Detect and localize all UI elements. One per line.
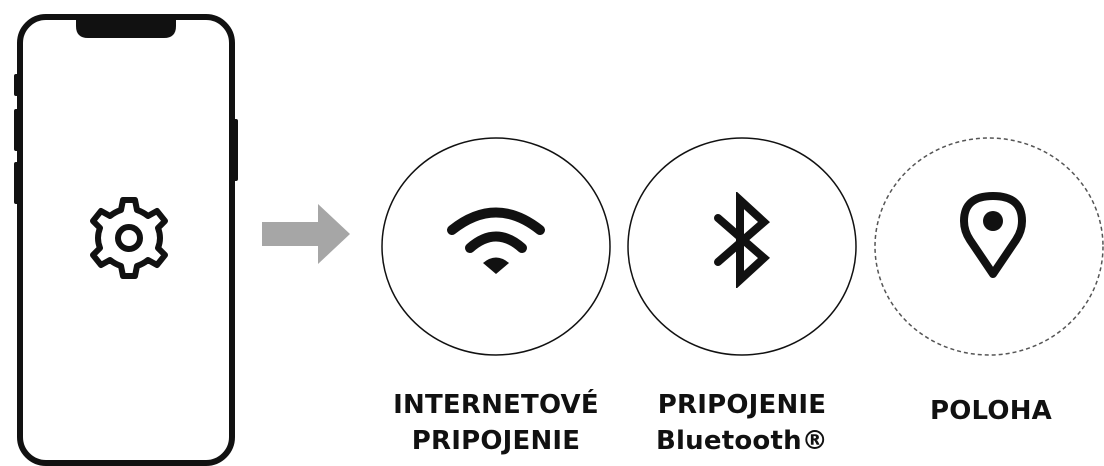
location-pin-icon	[960, 190, 1026, 280]
label-bluetooth-line2: Bluetooth®	[656, 426, 828, 456]
label-location-line1: POLOHA	[930, 396, 1052, 426]
label-location: POLOHA	[861, 393, 1104, 429]
label-bluetooth-line1: PRIPOJENIE	[657, 390, 827, 420]
bluetooth-circle	[626, 136, 858, 357]
phone-illustration	[14, 14, 238, 466]
location-circle	[873, 136, 1104, 357]
label-internet-line1: INTERNETOVÉ	[393, 390, 599, 420]
gear-icon	[86, 195, 172, 281]
wifi-icon	[446, 205, 546, 277]
label-internet-line2: PRIPOJENIE	[411, 426, 581, 456]
label-bluetooth: PRIPOJENIE Bluetooth®	[612, 387, 872, 459]
label-internet: INTERNETOVÉ PRIPOJENIE	[366, 387, 626, 459]
wifi-circle	[380, 136, 612, 357]
arrow-right-icon	[262, 204, 350, 264]
bluetooth-icon	[712, 190, 772, 290]
